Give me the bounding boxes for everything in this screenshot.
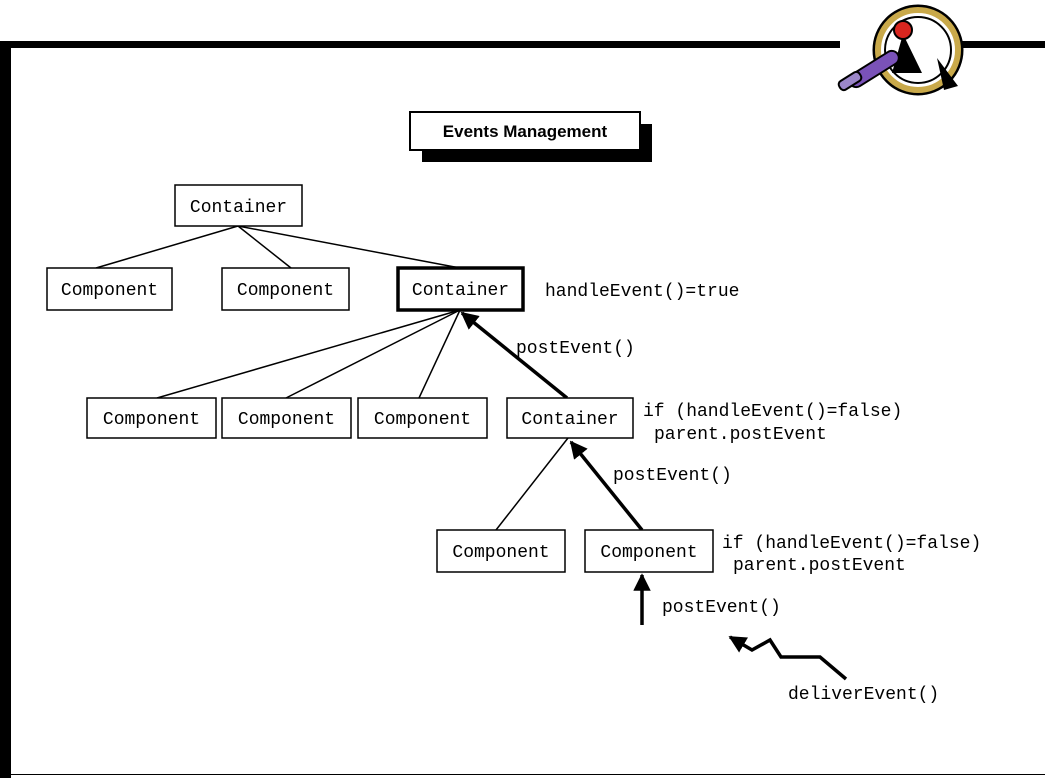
node-label: Container (521, 410, 618, 430)
event-arrows (460, 311, 848, 681)
post-event-label-2: postEvent() (613, 466, 732, 486)
diagram-title: Events Management (443, 122, 608, 141)
condition-label-2-line1: if (handleEvent()=false) (722, 534, 981, 554)
slide-frame (0, 41, 1045, 778)
node-label: Component (374, 410, 471, 430)
node-l1-container-handler: Container (396, 266, 525, 312)
node-l1-component-b: Component (221, 267, 350, 311)
node-l3-component-b: Component (584, 529, 714, 573)
node-label: Container (190, 198, 287, 218)
node-l3-component-a: Component (436, 529, 566, 573)
node-label: Component (452, 543, 549, 563)
java-duke-magnifier-icon (837, 4, 964, 96)
node-l2-component-c: Component (357, 397, 488, 439)
post-event-label-3: postEvent() (662, 598, 781, 618)
node-label: Component (238, 410, 335, 430)
node-root-container: Container (174, 184, 303, 227)
node-l2-component-b: Component (221, 397, 352, 439)
post-event-arrow-1 (460, 311, 569, 400)
node-label: Component (237, 281, 334, 301)
deliver-event-label: deliverEvent() (788, 685, 939, 705)
handled-annotation: handleEvent()=true (545, 282, 739, 302)
node-label: Container (412, 281, 509, 301)
node-l2-container: Container (506, 397, 634, 439)
node-l2-component-a: Component (86, 397, 217, 439)
title-box: Events Management (409, 111, 652, 162)
post-event-arrow-2 (569, 440, 644, 532)
tree-lines (95, 225, 569, 531)
condition-label-1-line1: if (handleEvent()=false) (643, 402, 902, 422)
post-event-label-1: postEvent() (516, 339, 635, 359)
deliver-event-arrow (728, 635, 848, 681)
node-label: Component (61, 281, 158, 301)
condition-label-1-line2: parent.postEvent (654, 425, 827, 445)
condition-label-2-line2: parent.postEvent (733, 556, 906, 576)
node-l1-component-a: Component (46, 267, 173, 311)
node-label: Component (600, 543, 697, 563)
node-label: Component (103, 410, 200, 430)
